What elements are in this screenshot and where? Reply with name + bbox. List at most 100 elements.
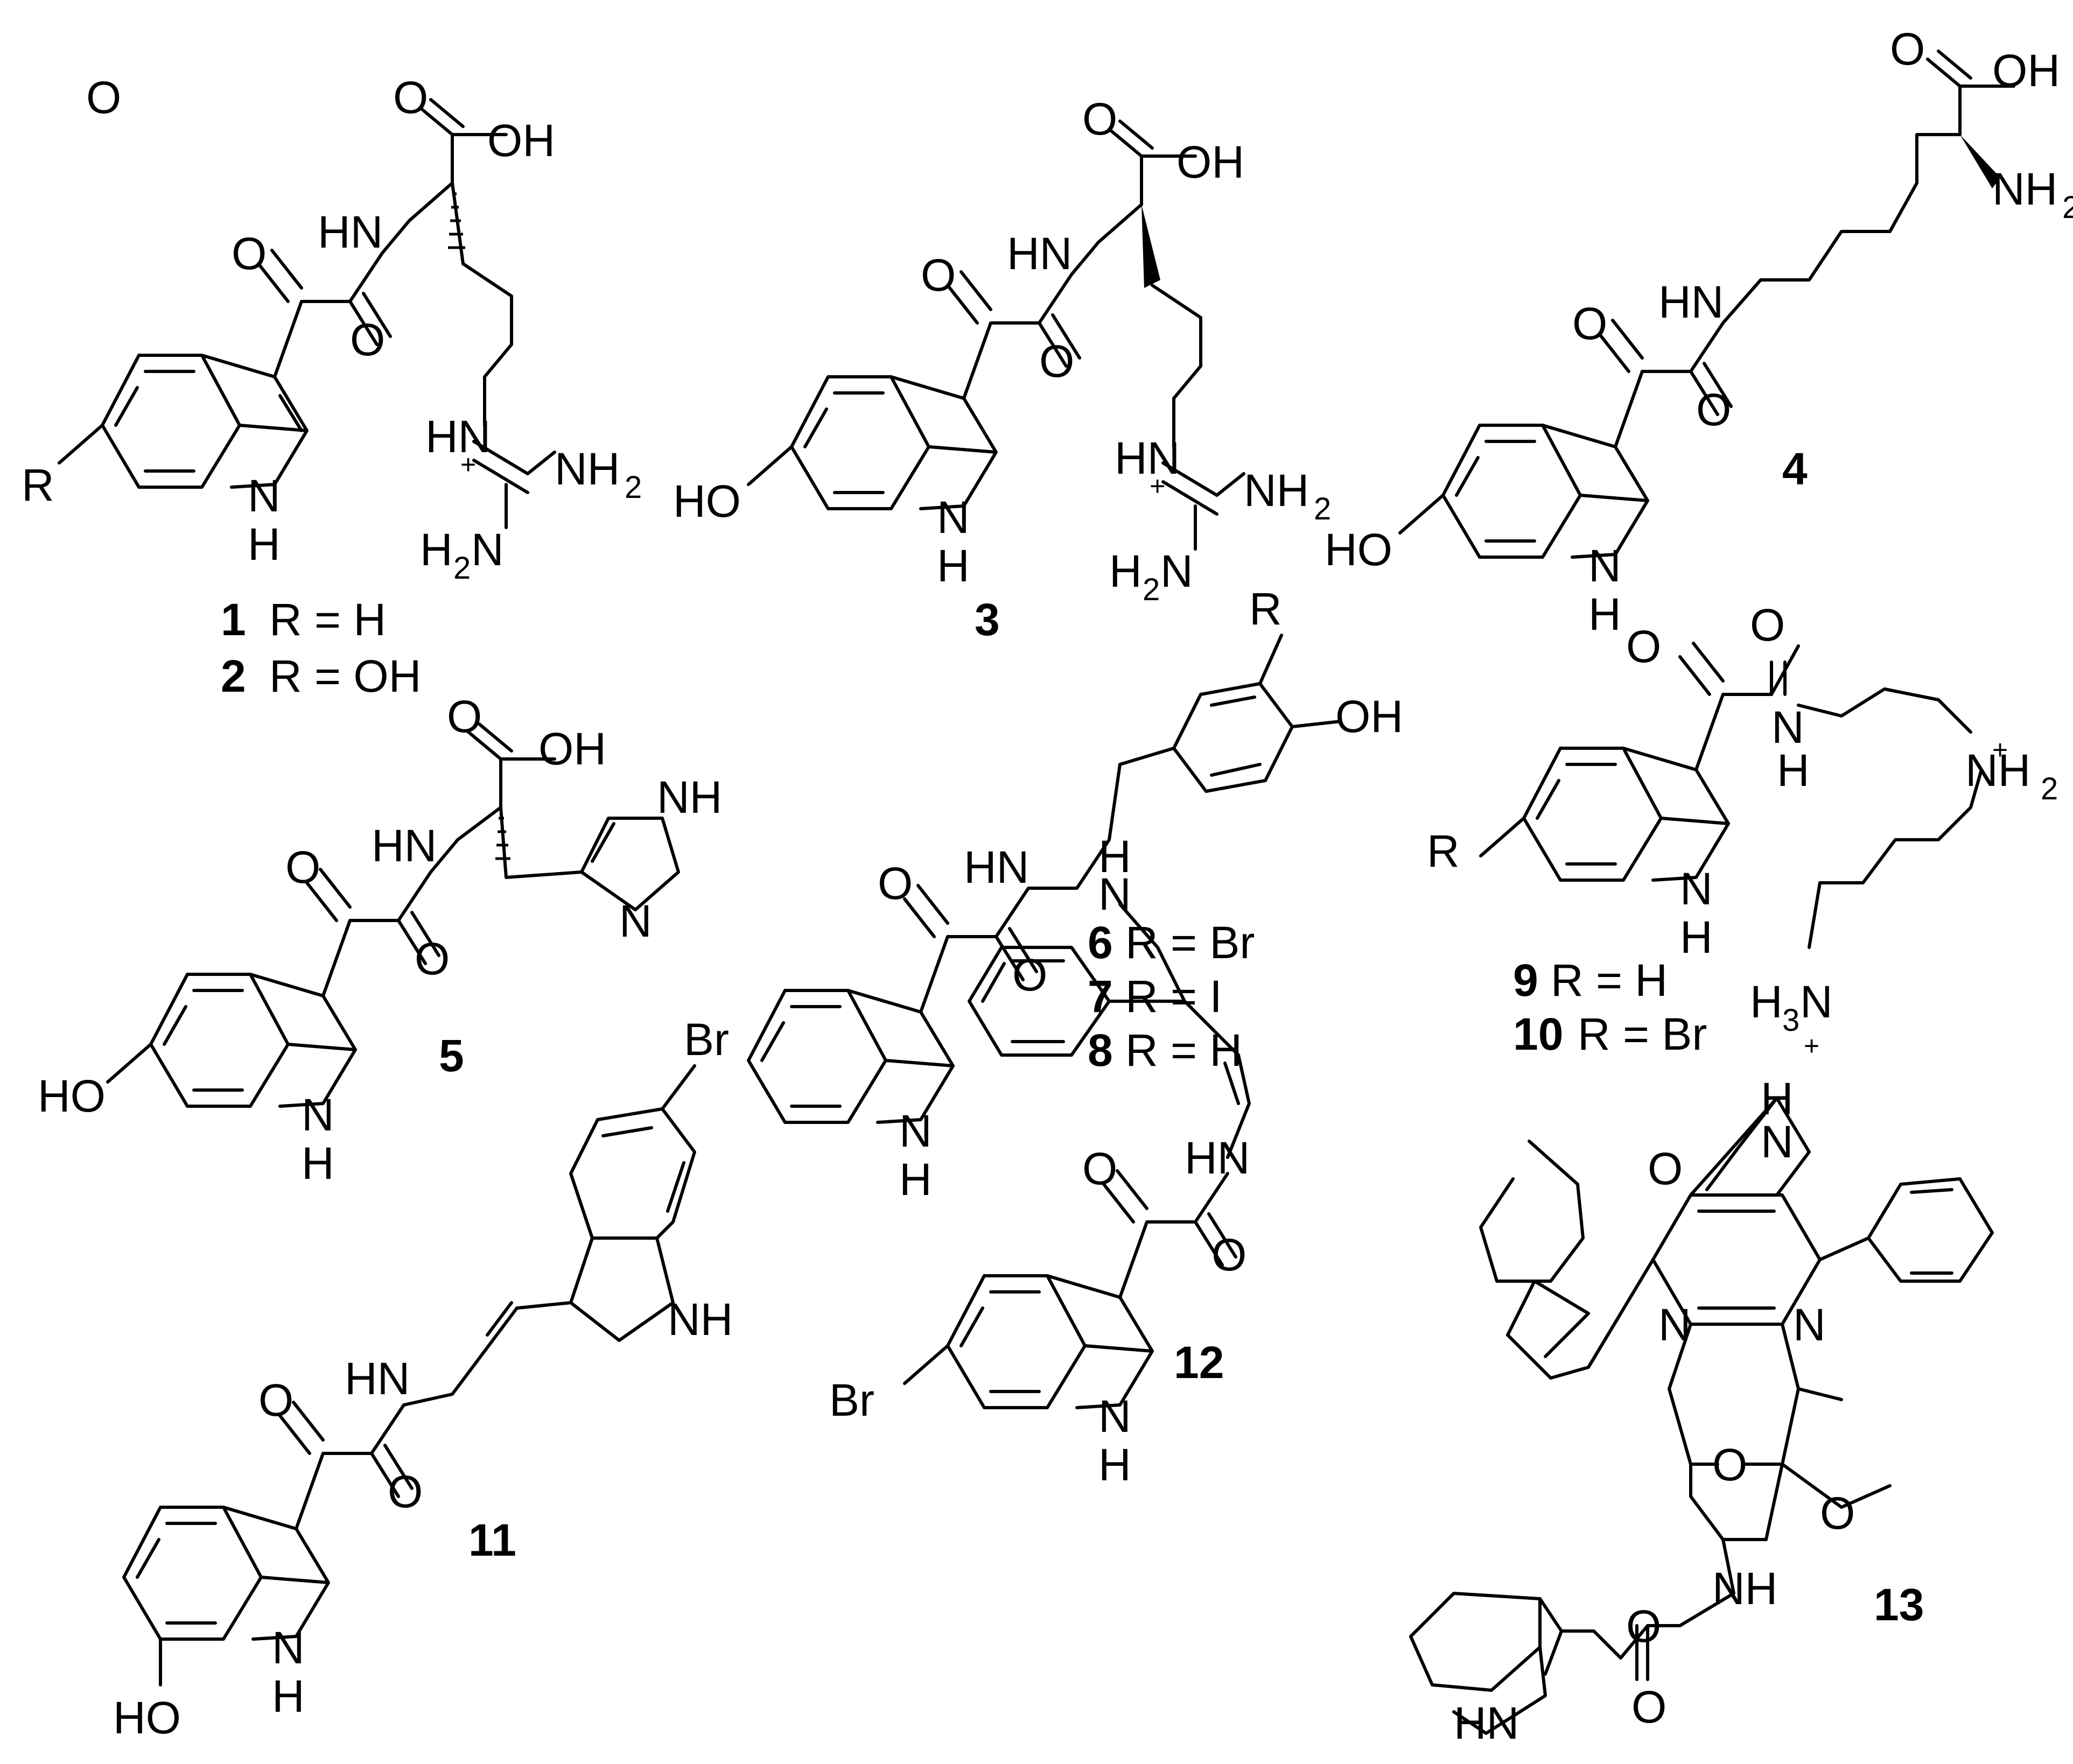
structure-compound-9-10: O O N H NH + 2 N H R H 3 N + 9 R = H 10 … — [1427, 600, 2058, 1061]
compound-number: 12 — [1174, 1337, 1224, 1388]
atom-label: H — [420, 524, 453, 575]
atom-label: Br — [829, 1375, 874, 1425]
compound-number: 13 — [1874, 1579, 1924, 1630]
atom-label: O — [1712, 1439, 1747, 1490]
compound-caption: R = Br — [1125, 917, 1255, 968]
atom-label: O — [1039, 336, 1074, 386]
atom-label: H — [1098, 831, 1131, 882]
atom-label: OH — [538, 723, 606, 774]
compound-number: 6 — [1088, 917, 1113, 968]
atom-subscript: 2 — [1143, 572, 1160, 607]
atom-label: HN — [318, 207, 383, 257]
atom-subscript: 2 — [2041, 771, 2058, 806]
atom-label: N — [1680, 863, 1713, 914]
compound-caption: R = H — [1551, 955, 1668, 1006]
atom-label: NH — [668, 1294, 733, 1345]
atom-label: O — [350, 314, 385, 365]
atom-label: N — [1098, 1391, 1131, 1442]
atom-label: OH — [1992, 45, 2060, 96]
atom-label: N — [1793, 1299, 1826, 1350]
atom-label: HN — [345, 1353, 410, 1404]
atom-label: H — [302, 1138, 334, 1189]
structure-compound-11: Br NH HN O O N H HO 11 — [113, 1014, 733, 1743]
atom-charge: + — [460, 449, 476, 480]
atom-label: N — [1658, 1299, 1691, 1350]
atom-label: NH — [555, 444, 620, 494]
atom-label: NH — [657, 772, 722, 823]
atom-label: N — [1098, 869, 1131, 919]
atom-label: HO — [1325, 524, 1392, 575]
atom-label: N — [1800, 976, 1833, 1027]
structure-compound-5: O OH HN O O NH N N H HO 5 — [38, 691, 722, 1189]
atom-label: HN — [372, 820, 437, 871]
atom-charge: + — [1150, 471, 1165, 501]
atom-label: N — [248, 470, 281, 521]
atom-label: O — [878, 858, 913, 909]
atom-label: R — [1249, 584, 1282, 634]
compound-number: 1 — [221, 594, 246, 645]
atom-label: HO — [673, 476, 741, 526]
compound-caption: R = OH — [269, 651, 421, 701]
atom-label: O — [1648, 1143, 1683, 1194]
atom-label: N — [1771, 702, 1804, 753]
atom-label: HN — [1007, 228, 1072, 279]
atom-label: NH — [1992, 164, 2057, 214]
atom-subscript: 2 — [625, 470, 642, 505]
atom-label: NH — [1244, 465, 1309, 516]
atom-charge: + — [1992, 735, 2008, 765]
atom-label: HO — [38, 1071, 106, 1121]
atom-label: H — [1777, 745, 1810, 796]
atom-label: O — [258, 1375, 293, 1425]
compound-number: 2 — [221, 651, 246, 701]
atom-label: N — [1588, 540, 1621, 591]
atom-label: O — [1750, 600, 1785, 650]
atom-label: H — [1750, 976, 1783, 1027]
atom-label: H — [1680, 912, 1713, 962]
atom-charge: + — [1804, 1031, 1819, 1061]
atom-label: H — [899, 1154, 932, 1205]
compound-number: 10 — [1513, 1009, 1563, 1059]
compound-caption: R = H — [269, 594, 386, 645]
atom-label: N — [302, 1090, 334, 1140]
compound-number: 4 — [1782, 444, 1808, 494]
atom-label: O — [393, 72, 428, 123]
atom-subscript: 2 — [1314, 491, 1331, 526]
atom-label: O — [415, 933, 450, 984]
atom-label: HN — [964, 842, 1029, 892]
atom-label: O — [1572, 298, 1607, 349]
atom-label: O — [232, 228, 267, 279]
atom-label: NH — [1712, 1563, 1777, 1614]
structure-compound-4: O OH NH 2 HN O O N H HO 4 — [1325, 24, 2073, 639]
atom-label: O — [1626, 621, 1661, 672]
atom-label: R — [22, 460, 54, 510]
atom-label: N — [619, 896, 652, 946]
atom-label: H — [937, 540, 970, 591]
atom-label: H — [1761, 1073, 1794, 1124]
compound-number: 3 — [975, 594, 1000, 645]
atom-label: R — [1427, 826, 1460, 876]
atom-label: N — [1160, 546, 1193, 596]
structure-compound-12: N H HN O O N H Br 12 — [829, 831, 1251, 1490]
atom-label: NH — [1965, 745, 2030, 796]
atom-label: O — [388, 1466, 423, 1517]
compound-number: 5 — [439, 1030, 464, 1081]
atom-label: O — [921, 250, 956, 300]
atom-label: N — [471, 524, 504, 575]
atom-label: Br — [684, 1014, 729, 1065]
structure-compound-13: O N H N N O O NH O O HN 13 — [1409, 1073, 1994, 1748]
atom-label: H — [1588, 589, 1621, 639]
atom-label: H — [272, 1671, 305, 1721]
atom-label: OH — [487, 115, 555, 166]
atom-label: H — [1098, 1439, 1131, 1490]
compound-caption: R = Br — [1578, 1009, 1707, 1059]
atom-subscript: 3 — [1782, 1003, 1799, 1038]
atom-label: N — [937, 492, 970, 543]
atom-label: O — [1890, 24, 1925, 74]
structure-compound-6-8: R OH HN O O N H 6 R = Br 7 R = I 8 R = H — [747, 584, 1403, 1205]
atom-label: HO — [113, 1692, 181, 1743]
atom-label: O — [1631, 1682, 1666, 1732]
atom-label: O — [1626, 1601, 1661, 1651]
atom-label: O — [285, 842, 320, 892]
atom-label: O — [447, 691, 482, 742]
atom-label: H — [248, 519, 281, 570]
